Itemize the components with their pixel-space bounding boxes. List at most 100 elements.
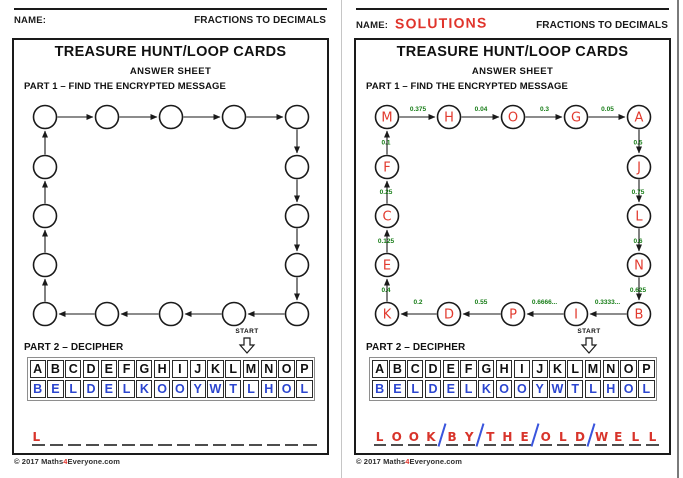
answer-slot [303,420,317,446]
cipher-coded-letter: L [296,379,313,398]
cipher-coded-letter: K [478,379,495,398]
loop-node-letter: B [635,308,644,323]
cipher-coded-letter: L [460,379,477,398]
copyright-accent: 4 [63,457,68,466]
answer-slot [194,420,208,446]
cipher-plain-letter: D [82,359,100,378]
loop-node-letter: A [635,111,644,126]
answer-letter: L [32,430,41,444]
loop-node [284,252,310,278]
cipher-coded-letter: L [242,379,260,398]
part2-heading: PART 2 – DECIPHER [24,342,124,353]
loop-node-letter: F [383,161,390,176]
cipher-plain-letter: P [296,359,313,378]
cipher-plain-letter: O [620,359,637,378]
loop-diagram [32,104,310,327]
answer-slot: E [518,420,531,446]
loop-node-letter: M [381,111,392,126]
answer-slot [104,420,118,446]
name-label: NAME: [356,20,389,31]
loop-node [436,104,462,130]
answer-letter: W [595,430,609,444]
cipher-plain-letter: I [171,359,189,378]
answer-dash [176,444,190,446]
loop-node [374,301,400,327]
loop-edge-value: 0.6666... [532,299,557,306]
loop-node-letter: H [444,111,454,126]
loop-node-letter: C [382,210,391,225]
answer-slot: L [629,420,642,446]
loop-edge-value: 0.3333... [595,299,620,306]
cipher-coded-letter: D [424,379,442,398]
loop-edge-value: 0.5 [633,140,642,147]
scan-edge-line [677,0,679,478]
answer-dash [595,444,608,446]
loop-node [32,252,58,278]
part1-heading: PART 1 – FIND THE ENCRYPTED MESSAGE [24,81,226,92]
cipher-coded-letter: Y [531,379,548,398]
answer-dash [539,444,552,446]
loop-node [626,203,652,229]
start-down-arrow-icon [238,336,256,354]
answer-letter: Y [464,430,474,444]
answer-dash [463,444,476,446]
answer-line: L [29,420,319,446]
answer-letter: O [391,430,402,444]
worksheet-page-blank: NAME: FRACTIONS TO DECIMALS TREASURE HUN… [0,0,341,478]
cipher-plain-letter: E [100,359,117,378]
answer-dash [424,444,437,446]
part2-heading: PART 2 – DECIPHER [366,342,466,353]
answer-dash [212,444,226,446]
answer-dash [484,444,497,446]
answer-slot: B [446,420,459,446]
loop-node [32,203,58,229]
word-separator-slash [586,420,595,447]
cipher-coded-letter: E [442,379,459,398]
answer-slot [49,420,63,446]
loop-node [374,154,400,180]
cipher-plain-letter: J [531,359,548,378]
loop-edge-value: 0.55 [475,299,488,306]
slash-mark [530,423,540,447]
answer-dash [573,444,586,446]
answer-dash [31,444,45,446]
cipher-plain-letter: K [549,359,566,378]
loop-edge-value: 0.3 [540,106,549,113]
answer-dash [612,444,625,446]
loop-node [626,252,652,278]
answer-dash [140,444,154,446]
cipher-plain-letter: F [460,359,477,378]
name-row: NAME: SOLUTIONS FRACTIONS TO DECIMALS [356,15,668,32]
word-separator-slash [475,420,485,447]
loop-edge-value: 0.05 [601,106,614,113]
loop-node [374,104,400,130]
subject-title: FRACTIONS TO DECIMALS [194,15,326,26]
answer-dash [104,444,118,446]
copyright-suffix: Everyone.com [67,457,121,466]
slash-mark [586,423,595,447]
answer-dash [407,444,420,446]
loop-node [32,301,58,327]
cipher-plain-letter: M [242,359,260,378]
cipher-plain-letter: N [602,359,619,378]
answer-letter: D [574,430,585,444]
loop-node [94,104,120,130]
cipher-plain-letter: A [29,359,46,378]
answer-dash [158,444,172,446]
copyright-prefix: © 2017 Maths [356,457,406,466]
loop-node [626,301,652,327]
start-marker: START [574,328,604,358]
cipher-coded-letter: L [407,379,424,398]
answer-dash [85,444,99,446]
name-row: NAME: FRACTIONS TO DECIMALS [14,15,326,26]
cipher-coded-letter: W [207,379,224,398]
cipher-plain-letter: B [47,359,64,378]
answer-letter: B [447,430,457,444]
cipher-plain-letter: C [407,359,424,378]
loop-edge-value: 0.125 [378,238,395,245]
cipher-plain-letter: F [118,359,135,378]
answer-dash [646,444,659,446]
